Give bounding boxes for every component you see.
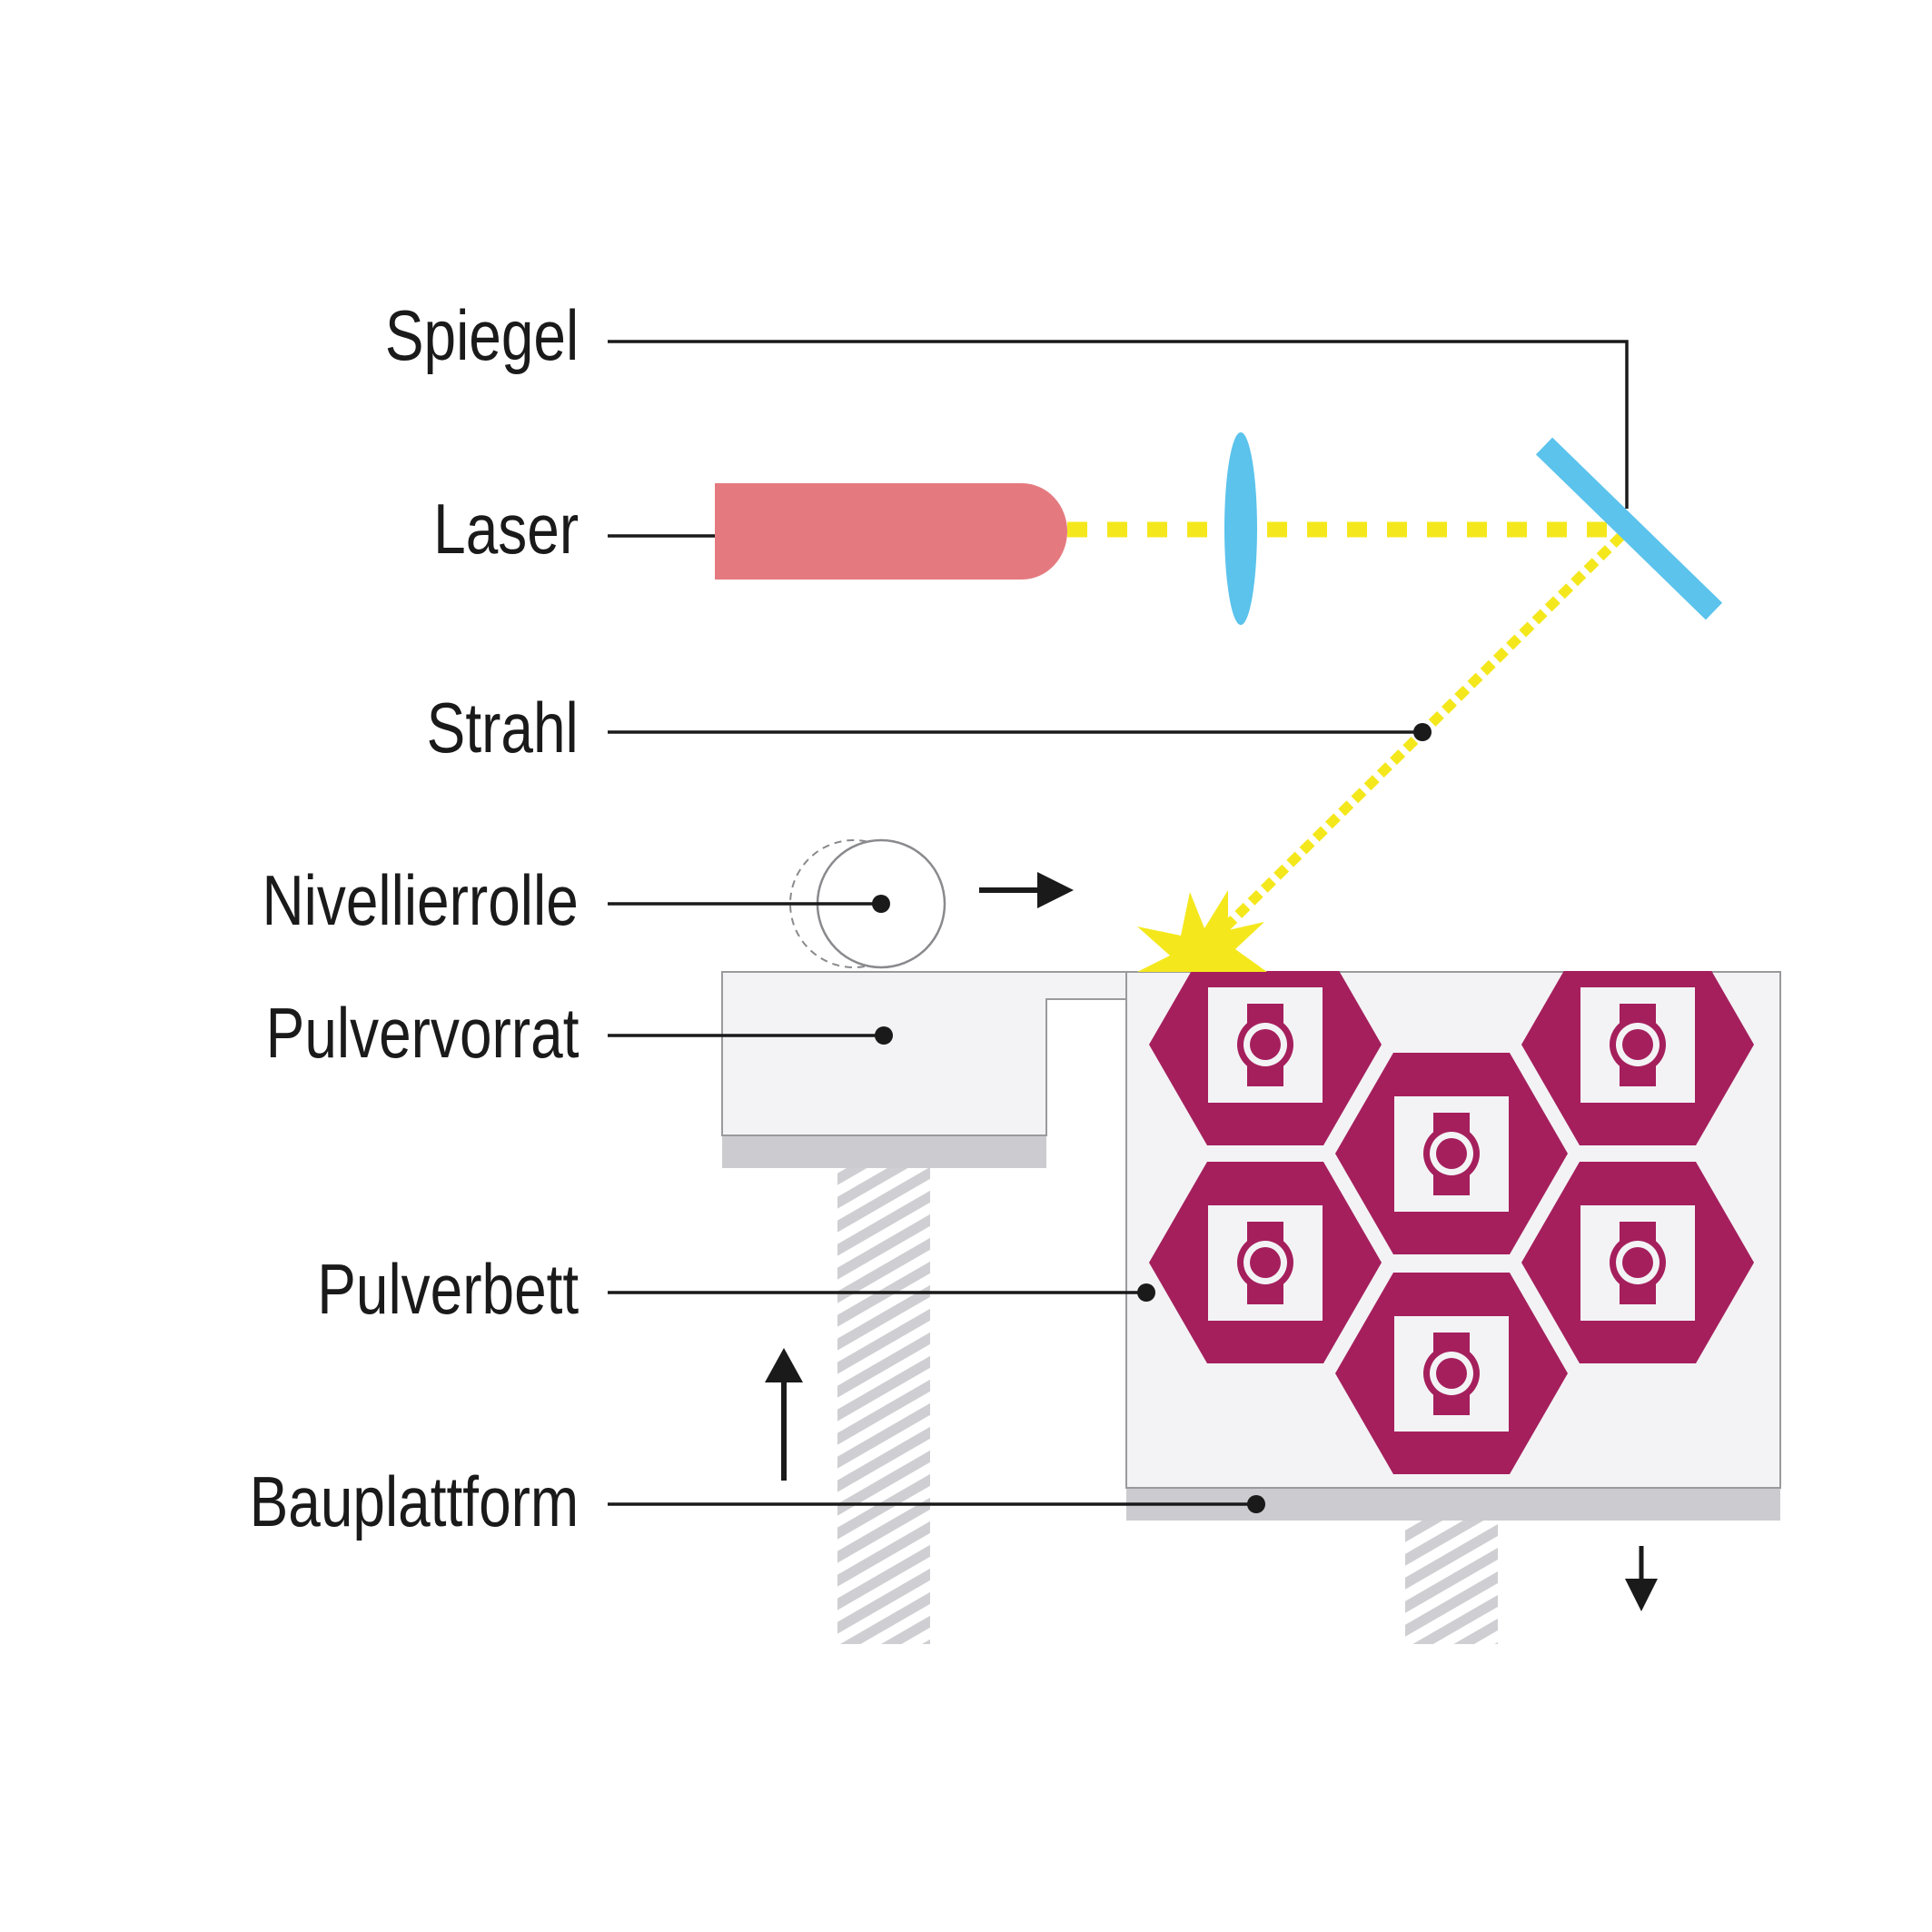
label-pulverbett: Pulverbett [317,1249,579,1329]
label-spiegel: Spiegel [384,295,579,375]
leader-dot [1137,1283,1155,1302]
supply-screw [837,1164,930,1644]
arrow-up-icon [765,1348,803,1481]
laser-body [715,483,1067,580]
spark-icon [1137,890,1267,972]
leader-dot [1413,723,1432,741]
lens [1224,432,1257,625]
label-nivellierrolle: Nivellierrolle [262,860,579,940]
leader-dot [875,1026,893,1045]
label-bauplattform: Bauplattform [249,1461,579,1541]
supply-platform [722,1135,1046,1168]
leader-spiegel [608,340,1629,509]
leader-dot [872,895,890,913]
bed-screw [1405,1519,1498,1644]
powder-supply-block [721,971,1127,1136]
leader-dot [1247,1495,1265,1513]
label-strahl: Strahl [426,688,579,768]
label-pulvervorrat: Pulvervorrat [265,993,579,1073]
arrow-down-icon [1625,1546,1658,1611]
mirror [1535,437,1723,620]
arrow-right-icon [979,872,1074,908]
label-laser: Laser [432,489,579,569]
